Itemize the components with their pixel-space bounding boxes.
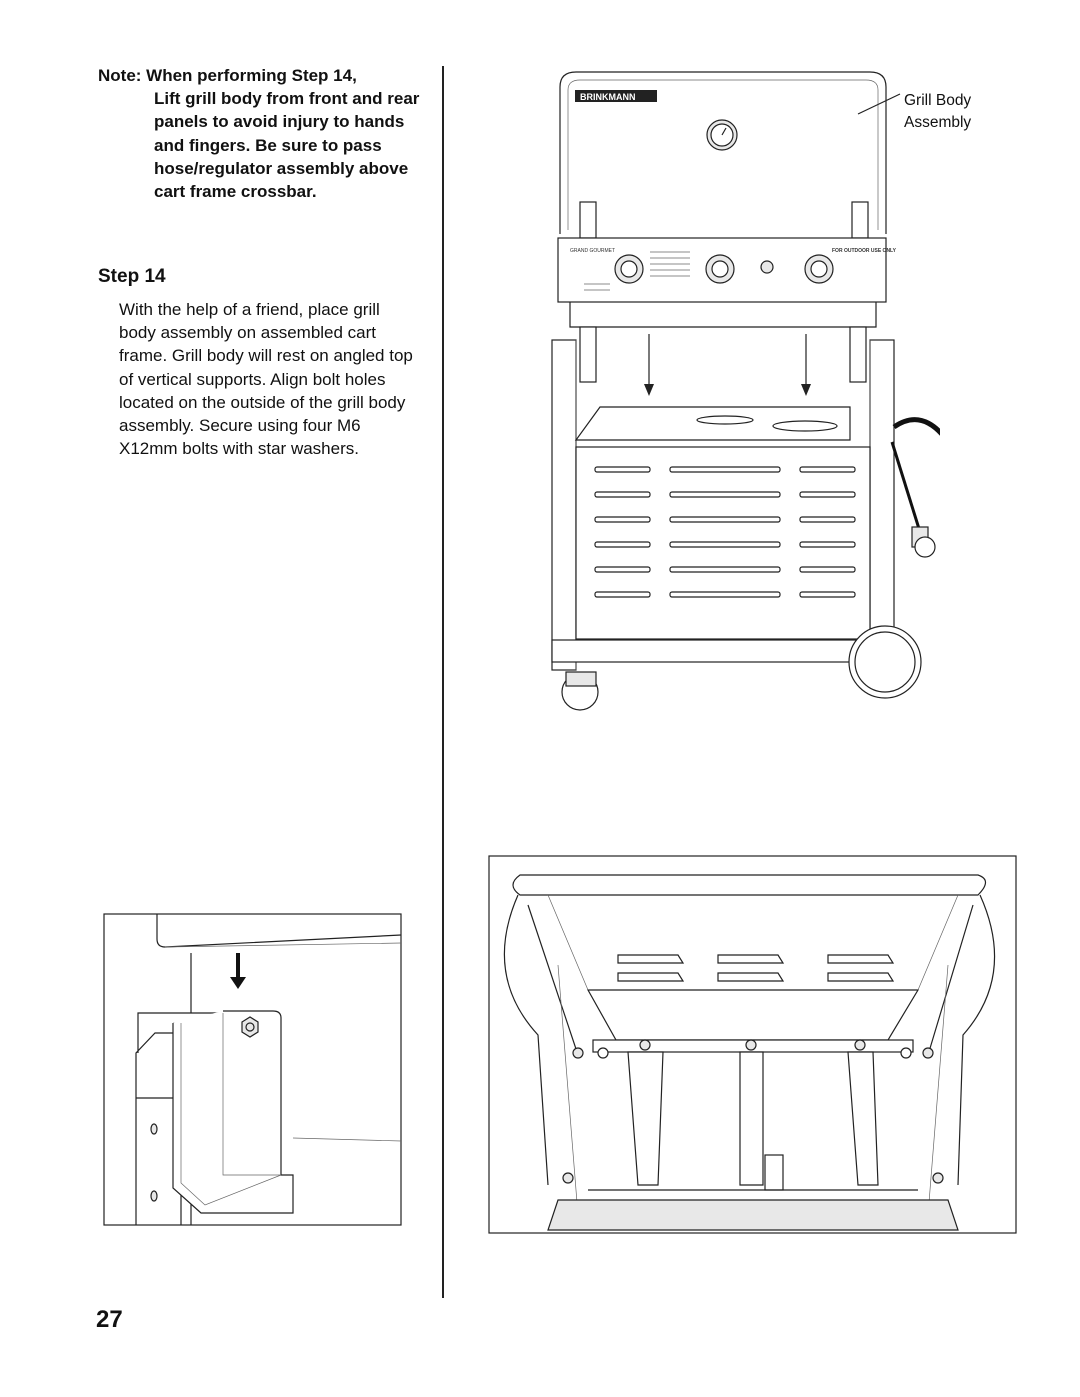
label-line-2: Assembly (904, 114, 972, 131)
page-number: 27 (96, 1306, 123, 1333)
grill-on-cart-illustration: BRINKMANN GRAND GOURMET FOR OUTDOOR USE … (551, 71, 940, 711)
note-lead: Note: When performing Step 14, (98, 66, 357, 85)
step-instructions: With the help of a friend, place grill b… (119, 300, 413, 459)
column-divider (442, 66, 444, 1298)
panel-model-label: GRAND GOURMET (570, 248, 615, 254)
grill-interior-illustration (488, 855, 1017, 1234)
step-title: Step 14 (98, 266, 166, 287)
bracket-detail-illustration (103, 913, 402, 1226)
note-body: Lift grill body from front and rear pane… (154, 89, 420, 202)
assembly-note: Note: When performing Step 14, Lift gril… (98, 64, 428, 203)
panel-outdoor-label: FOR OUTDOOR USE ONLY (832, 248, 897, 254)
label-line-1: Grill Body (904, 92, 972, 109)
grill-body-assembly-label: Grill Body Assembly (904, 90, 971, 134)
brand-logo: BRINKMANN (580, 92, 636, 102)
